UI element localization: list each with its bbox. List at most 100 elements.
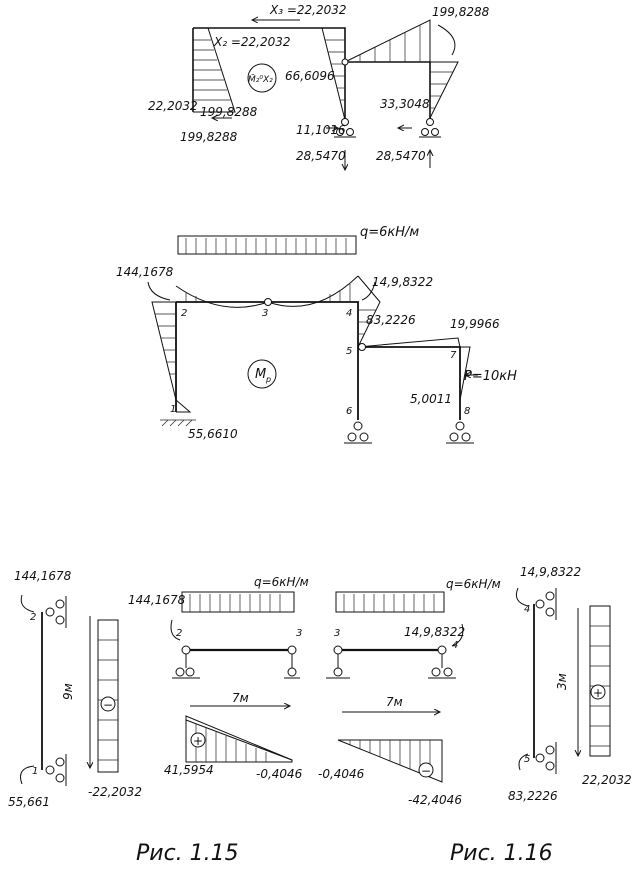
col45-shear-hatch: [590, 625, 610, 747]
top-value-33: 33,3048: [380, 97, 430, 111]
beam34-load-block: [335, 591, 445, 613]
mid-beam-hatch: [185, 284, 351, 302]
col45-sign-circle: [590, 684, 606, 700]
mid-load-label: q=6кН/м: [360, 225, 419, 240]
mid-node-1: 1: [170, 404, 176, 415]
bottom-column-45: 14,9,8322 83,2226 3м 22,2032 + 4 5: [508, 565, 632, 803]
beam23-length: 7м: [232, 691, 249, 705]
top-left-moment-area: [193, 27, 236, 113]
top-left-hatch: [193, 39, 231, 101]
bottom-beam-34: q=6кН/м 14,9,8322 7м -0,4046 -42,4046 − …: [318, 577, 501, 807]
top-value-199-bot: 199,8288: [180, 130, 238, 144]
mid-node-5: 5: [346, 346, 352, 357]
col45-length: 3м: [555, 673, 569, 690]
beam34-load-label: q=6кН/м: [446, 577, 501, 591]
col45-bot-arc: [518, 753, 529, 771]
caption-fig-1-16: Рис. 1.16: [450, 841, 553, 866]
col12-bot-arc: [20, 765, 35, 785]
mid-right-moment-area: [357, 275, 381, 348]
top-diagram-circle: [247, 63, 277, 93]
col12-shear-value: -22,2032: [88, 785, 142, 799]
mid-value-5: 5,0011: [410, 392, 452, 406]
beam34-length: 7м: [386, 695, 403, 709]
top-support-right: [419, 118, 441, 138]
beam34-arc: [451, 623, 464, 647]
mid-diagram-subscript: p: [265, 375, 271, 384]
beam23-arc: [170, 619, 181, 641]
col12-sign: −: [103, 698, 113, 712]
top-value-199-mid: 199,8288: [200, 105, 258, 119]
mid-arc-144: [147, 281, 171, 301]
beam23-node-2: 2: [176, 628, 182, 639]
mid-diagram-circle: [247, 359, 277, 389]
middle-moment-diagram: q=6кН/м 144,1678 14,9,8322 83,2226 19,99…: [116, 225, 517, 444]
beam34-sign: −: [421, 764, 431, 778]
beam34-shear-left: -0,4046: [318, 767, 365, 781]
mid-value-83: 83,2226: [366, 313, 416, 327]
beam23-load-arrows: [189, 594, 281, 612]
col12-node-2: 2: [30, 612, 36, 623]
beam23-shear-left: 41,5954: [164, 763, 214, 777]
top-moment-diagram: X₃ =22,2032 X₂ =22,2032 M̄₂⁰X₂ 199,8288 …: [148, 3, 490, 170]
col12-top-arc: [20, 594, 35, 613]
mid-left-moment-area: [151, 301, 192, 413]
top-value-22: 22,2032: [148, 99, 198, 113]
top-value-11: 11,1016: [296, 123, 346, 137]
mid-node-2: 2: [181, 308, 187, 319]
beam34-sign-circle: [418, 762, 434, 778]
mid-fixed-support: [160, 419, 196, 427]
col12-node-1: 1: [32, 766, 38, 777]
top-beam-moment-area: [344, 19, 431, 63]
mid-node-3: 3: [262, 308, 268, 319]
beam23-load-block: [181, 591, 295, 613]
beam34-moment-value: 14,9,8322: [404, 625, 465, 639]
col45-sign: +: [593, 686, 603, 700]
top-hinge: [341, 58, 349, 66]
bottom-column-12: 144,1678 55,661 9м -22,2032 − 2 1: [8, 569, 142, 809]
top-mid-moment-area: [321, 27, 346, 121]
beam34-shear-right: -42,4046: [408, 793, 462, 807]
col45-bot-value: 83,2226: [508, 789, 558, 803]
mid-hinge-3: [264, 298, 272, 306]
col12-bot-support: [45, 754, 67, 786]
mid-beam57-moment: [357, 337, 461, 348]
top-value-66: 66,6096: [285, 69, 335, 83]
beam23-shear-area: [185, 715, 293, 763]
col45-top-arc: [515, 587, 529, 607]
col45-node-5: 5: [524, 754, 530, 765]
col12-top-value: 144,1678: [14, 569, 72, 583]
col45-top-value: 14,9,8322: [520, 565, 581, 579]
col45-shear-value: 22,2032: [582, 773, 632, 787]
mid-col78-moment: [459, 346, 471, 401]
caption-fig-1-15: Рис. 1.15: [136, 841, 239, 866]
col12-sign-circle: [100, 696, 116, 712]
mid-node-4: 4: [346, 308, 352, 319]
col45-shear-area: [589, 605, 611, 757]
top-value-199-top: 199,8288: [432, 5, 490, 19]
mid-diagram-title: M: [255, 367, 266, 382]
col12-bot-value: 55,661: [8, 795, 50, 809]
x3-label: X₃ =22,2032: [269, 3, 347, 17]
beam34-node-3: 3: [334, 628, 340, 639]
beam34-load-arrows: [343, 594, 435, 612]
beam23-node-3: 3: [296, 628, 302, 639]
mid-node-8: 8: [464, 406, 470, 417]
top-right-moment-area: [429, 61, 459, 119]
x2-label: X₂ =22,2032: [213, 35, 291, 49]
col45-node-4: 4: [524, 604, 530, 615]
top-moment-arc: [437, 24, 456, 56]
mid-hinge-5: [358, 343, 366, 351]
mid-load-arrows: [185, 238, 347, 254]
beam23-shear-hatch: [195, 724, 267, 762]
col45-top-support: [535, 588, 557, 620]
mid-support-8: [446, 421, 474, 444]
mid-right-hatch: [358, 309, 376, 335]
col12-top-support: [45, 596, 67, 628]
mid-arc-149: [361, 281, 376, 301]
col12-length: 9м: [61, 683, 75, 700]
beam34-node-4: 4: [452, 640, 458, 651]
diagram-title: M̄₂⁰X₂: [248, 73, 273, 85]
mid-left-hatch: [155, 313, 176, 375]
mid-value-19: 19,9966: [450, 317, 500, 331]
